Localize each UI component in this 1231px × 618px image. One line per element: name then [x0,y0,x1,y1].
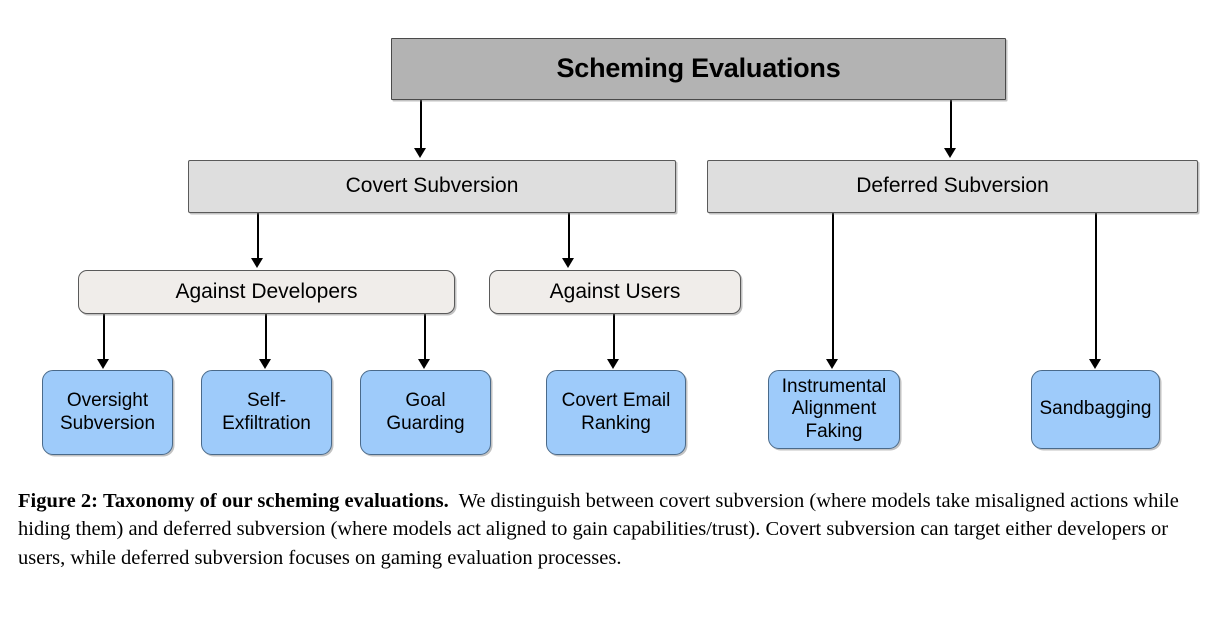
edge-users-to-covert-email-ranking [613,314,615,361]
caption-title: Taxonomy of our scheming evaluations. [103,490,449,512]
caption-body: We distinguish between covert subversion… [18,490,1179,569]
edge-root-to-covert-subversion [420,100,422,150]
arrowhead-covert-to-against-developers [251,258,263,268]
node-instrumental-alignment-faking[interactable]: Instrumental Alignment Faking [768,370,900,449]
node-covert-subversion[interactable]: Covert Subversion [188,160,676,213]
edge-developers-to-self-exfiltration [265,314,267,361]
node-deferred-subversion[interactable]: Deferred Subversion [707,160,1198,213]
node-oversight-subversion[interactable]: Oversight Subversion [42,370,173,455]
edge-deferred-to-sandbagging [1095,213,1097,361]
figure-caption: Figure 2: Taxonomy of our scheming evalu… [18,487,1214,572]
edge-root-to-deferred-subversion [950,100,952,150]
arrowhead-root-to-covert-subversion [414,148,426,158]
arrowhead-deferred-to-sandbagging [1089,359,1101,369]
arrowhead-covert-to-against-users [562,258,574,268]
node-against-users[interactable]: Against Users [489,270,741,314]
taxonomy-diagram: Scheming Evaluations Covert Subversion D… [42,38,1198,455]
node-against-developers[interactable]: Against Developers [78,270,455,314]
arrowhead-developers-to-goal-guarding [418,359,430,369]
edge-developers-to-goal-guarding [424,314,426,361]
node-self-exfiltration[interactable]: Self- Exfiltration [201,370,332,455]
arrowhead-developers-to-self-exfiltration [259,359,271,369]
node-sandbagging[interactable]: Sandbagging [1031,370,1160,449]
edge-developers-to-oversight-subversion [103,314,105,361]
arrowhead-users-to-covert-email-ranking [607,359,619,369]
arrowhead-deferred-to-instrumental-alignment-faking [826,359,838,369]
node-goal-guarding[interactable]: Goal Guarding [360,370,491,455]
node-covert-email-ranking[interactable]: Covert Email Ranking [546,370,686,455]
edge-covert-to-against-users [568,213,570,259]
arrowhead-developers-to-oversight-subversion [97,359,109,369]
edge-covert-to-against-developers [257,213,259,259]
arrowhead-root-to-deferred-subversion [944,148,956,158]
edge-deferred-to-instrumental-alignment-faking [832,213,834,361]
caption-label: Figure 2: [18,490,98,512]
node-scheming-evaluations[interactable]: Scheming Evaluations [391,38,1006,100]
